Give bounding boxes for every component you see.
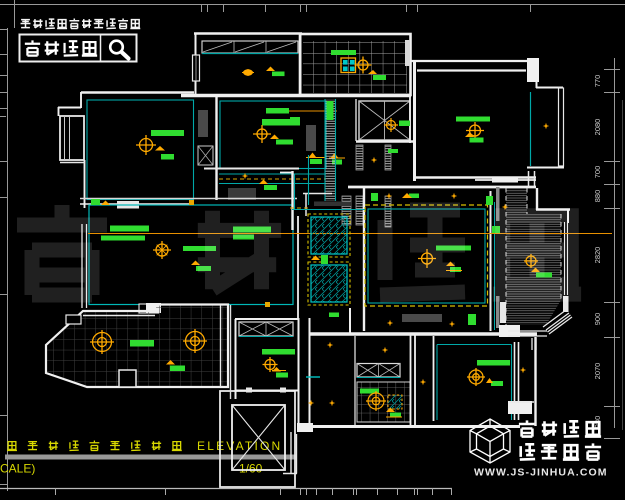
svg-text:700: 700 [593, 166, 602, 179]
svg-text:ELEVATION: ELEVATION [197, 439, 282, 453]
svg-text:2070: 2070 [593, 363, 602, 380]
svg-text:CALE): CALE) [0, 462, 35, 476]
svg-text:2080: 2080 [593, 119, 602, 136]
svg-text:1/60: 1/60 [239, 462, 263, 476]
svg-text:770: 770 [593, 75, 602, 88]
svg-text:880: 880 [593, 190, 602, 203]
svg-text:WWW.JS-JINHUA.COM: WWW.JS-JINHUA.COM [474, 467, 608, 479]
svg-text:2820: 2820 [593, 247, 602, 264]
svg-text:900: 900 [593, 313, 602, 326]
